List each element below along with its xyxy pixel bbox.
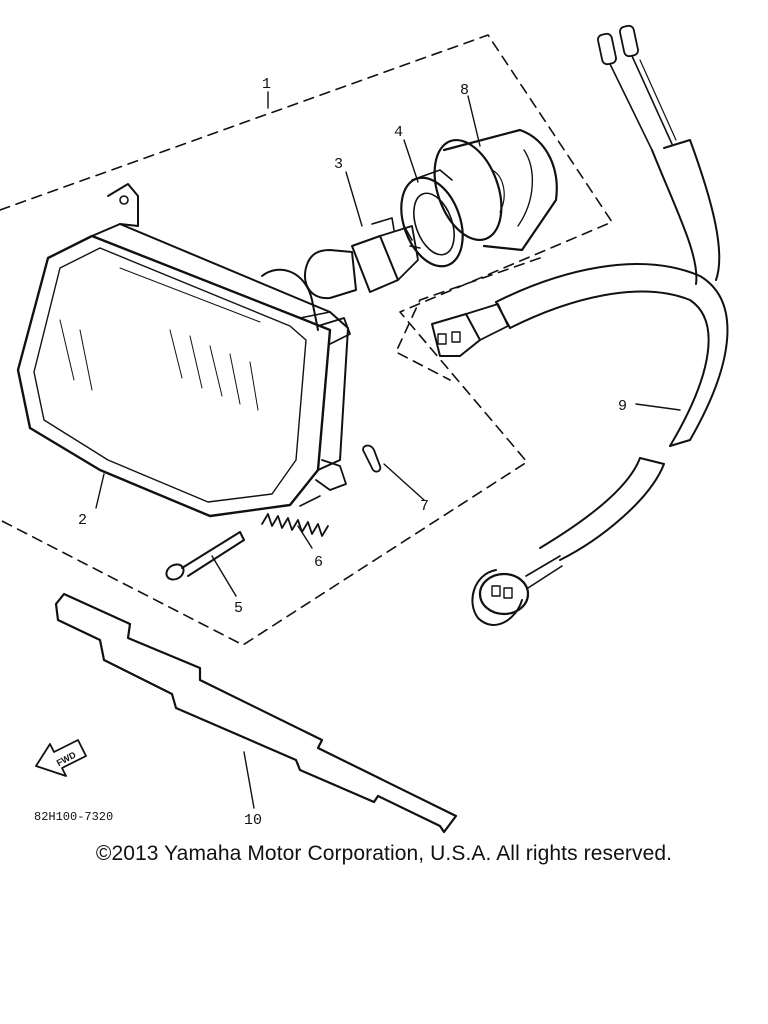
headlight-bracket xyxy=(54,592,458,834)
adjusting-screw xyxy=(165,531,245,581)
callout-2: 2 xyxy=(78,512,87,529)
bulb-socket-ring xyxy=(400,169,464,268)
rubber-cover xyxy=(433,128,558,252)
wire-harness xyxy=(431,24,729,626)
callout-6: 6 xyxy=(314,554,323,571)
bulb xyxy=(303,217,421,300)
clip xyxy=(362,444,382,473)
leader-lines xyxy=(95,91,681,809)
callout-3: 3 xyxy=(334,156,343,173)
callout-1: 1 xyxy=(262,76,271,93)
callout-numbers: 1 2 3 4 5 6 7 8 9 10 xyxy=(78,76,627,829)
callout-10: 10 xyxy=(244,812,262,829)
headlight-unit xyxy=(16,183,351,518)
callout-7: 7 xyxy=(420,498,429,515)
harness-outline xyxy=(395,257,541,381)
assembly-outline xyxy=(0,34,613,646)
callout-4: 4 xyxy=(394,124,403,141)
spring xyxy=(261,495,329,537)
callout-5: 5 xyxy=(234,600,243,617)
forward-arrow-icon: FWD xyxy=(35,739,87,777)
headlight-exploded-diagram: FWD 1 2 3 4 5 6 7 8 9 10 82H100-7320 xyxy=(0,24,729,834)
diagram-part-code: 82H100-7320 xyxy=(34,810,113,824)
callout-8: 8 xyxy=(460,82,469,99)
callout-9: 9 xyxy=(618,398,627,415)
copyright-notice: ©2013 Yamaha Motor Corporation, U.S.A. A… xyxy=(95,842,673,865)
